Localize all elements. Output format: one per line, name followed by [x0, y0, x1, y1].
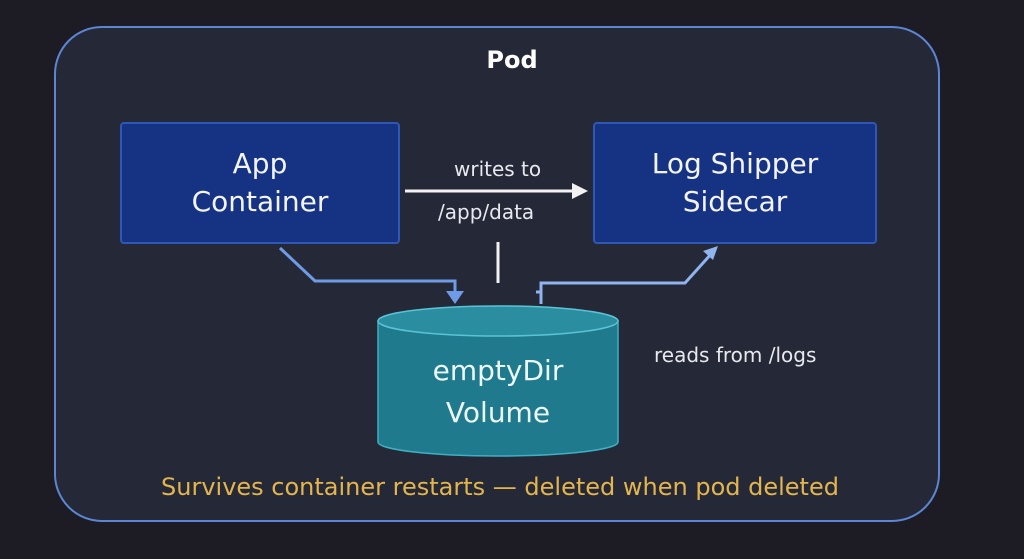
- volume-label-line2: Volume: [445, 396, 551, 429]
- volume-to-log-connector: [539, 251, 714, 304]
- log-shipper-label-line1: Log Shipper: [651, 147, 819, 180]
- writes-path-label: /app/data: [438, 200, 535, 224]
- cylinder-body: [377, 320, 619, 457]
- pod-title: Pod: [486, 46, 538, 74]
- cylinder-top: [377, 305, 619, 337]
- volume-label: emptyDir Volume: [376, 350, 620, 434]
- log-shipper-label-line2: Sidecar: [682, 185, 788, 218]
- app-to-volume-connector: [278, 246, 457, 296]
- writes-label: writes to: [454, 157, 542, 181]
- reads-label: reads from /logs: [654, 343, 817, 367]
- app-container-label-line2: Container: [191, 185, 329, 218]
- lifecycle-footnote: Survives container restarts — deleted wh…: [161, 473, 839, 501]
- volume-label-line1: emptyDir: [432, 354, 564, 387]
- log-shipper-node: Log Shipper Sidecar: [593, 122, 877, 244]
- app-to-volume-arrowhead: [446, 291, 464, 304]
- app-container-node: App Container: [120, 122, 400, 244]
- app-container-label-line1: App: [232, 147, 288, 180]
- writes-arrow-head: [572, 183, 588, 199]
- volume-cylinder: [377, 305, 619, 457]
- volume-to-log-arrowhead: [703, 246, 718, 260]
